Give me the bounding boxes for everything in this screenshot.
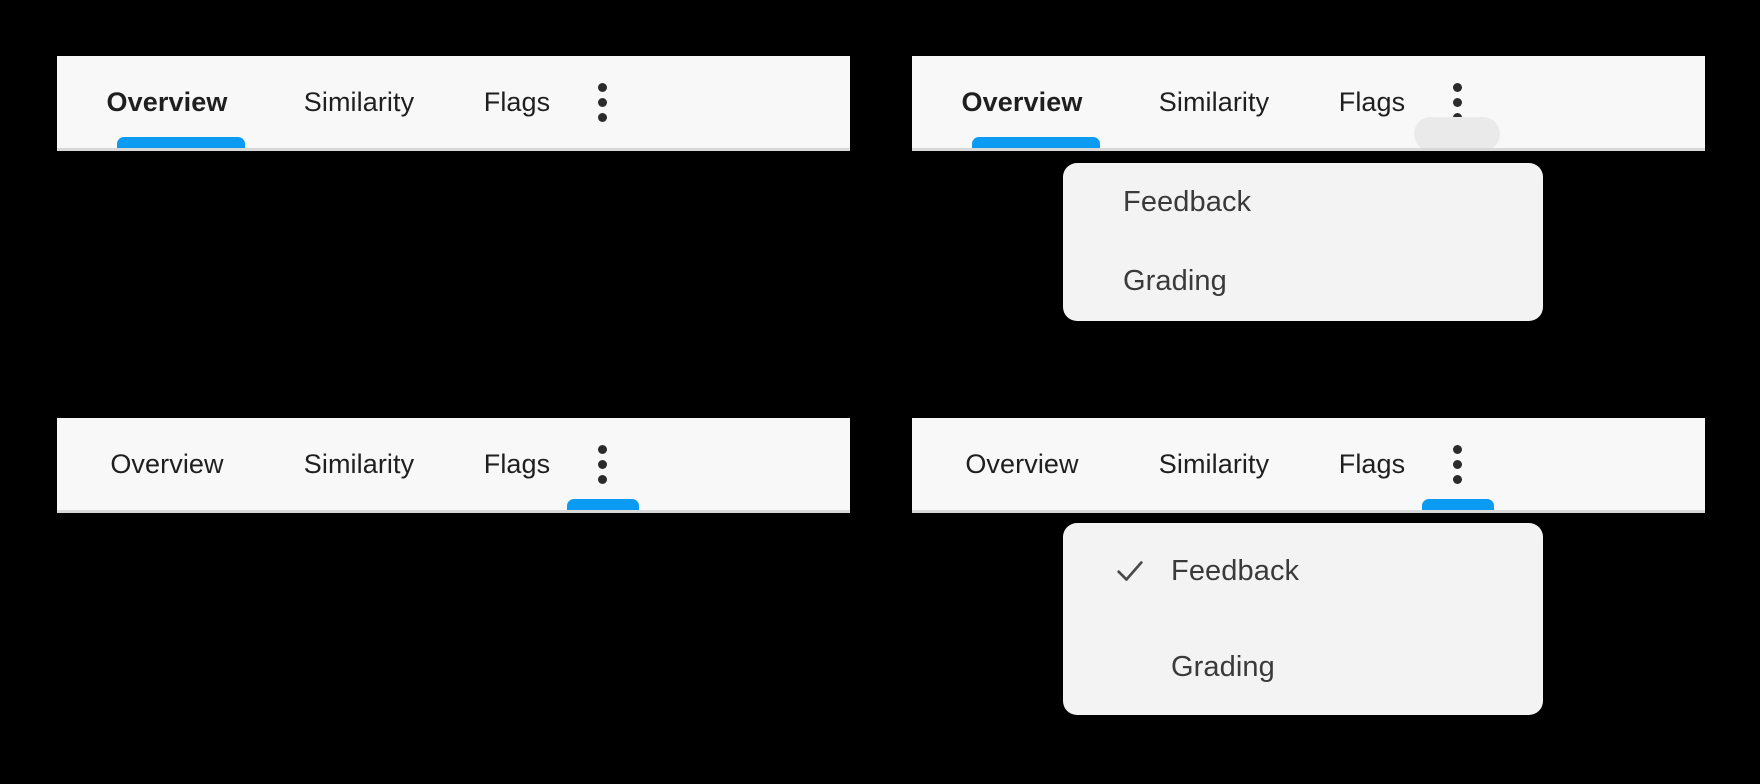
tab-overview-label: Overview: [961, 86, 1083, 117]
tab-overview-label: Overview: [965, 448, 1079, 479]
tab-similarity[interactable]: Similarity: [279, 418, 439, 510]
active-tab-indicator: [567, 499, 639, 510]
menu-surface: Feedback Grading: [1063, 163, 1543, 321]
menu-item-feedback-label: Feedback: [1171, 554, 1300, 587]
tab-list: Overview Similarity Flags: [57, 418, 850, 510]
overflow-menu-button[interactable]: [557, 56, 647, 148]
active-tab-indicator: [117, 137, 245, 148]
tab-overview[interactable]: Overview: [942, 418, 1102, 510]
tab-similarity[interactable]: Similarity: [279, 56, 439, 148]
tab-bar-surface: Overview Similarity Flags: [57, 418, 850, 513]
kebab-dot: [597, 444, 607, 454]
tab-flags[interactable]: Flags: [1317, 56, 1427, 148]
tab-bar-surface: Overview Similarity Flags: [57, 56, 850, 151]
tab-similarity-label: Similarity: [1158, 448, 1270, 479]
kebab-dot: [597, 82, 607, 92]
tab-bar-panel-top-right: Overview Similarity Flags: [912, 56, 1705, 151]
tab-flags-label: Flags: [483, 448, 551, 479]
tab-overview-label: Overview: [106, 86, 228, 117]
kebab-dot: [1452, 474, 1462, 484]
menu-item-feedback[interactable]: Feedback: [1063, 163, 1543, 242]
active-tab-indicator: [1422, 499, 1494, 510]
kebab-dot: [1452, 444, 1462, 454]
tab-list: Overview Similarity Flags: [912, 418, 1705, 510]
tab-similarity-label: Similarity: [303, 448, 415, 479]
tab-overview[interactable]: Overview: [87, 56, 247, 148]
tab-overview[interactable]: Overview: [87, 418, 247, 510]
active-tab-indicator: [972, 137, 1100, 148]
kebab-dot: [1452, 459, 1462, 469]
tab-overview-label: Overview: [110, 448, 224, 479]
tab-flags-label: Flags: [1338, 86, 1406, 117]
overflow-dropdown-menu-bottom-right: Feedback Grading: [1049, 517, 1557, 733]
menu-item-feedback-label: Feedback: [1123, 186, 1252, 218]
tab-bar-panel-bottom-left: Overview Similarity Flags: [57, 418, 850, 513]
tab-list: Overview Similarity Flags: [912, 56, 1705, 148]
tab-flags[interactable]: Flags: [462, 56, 572, 148]
tab-overview[interactable]: Overview: [942, 56, 1102, 148]
kebab-dot: [1452, 82, 1462, 92]
tab-similarity[interactable]: Similarity: [1134, 418, 1294, 510]
tab-flags[interactable]: Flags: [1317, 418, 1427, 510]
tab-similarity[interactable]: Similarity: [1134, 56, 1294, 148]
tab-flags-label: Flags: [483, 86, 551, 117]
menu-item-feedback[interactable]: Feedback: [1063, 523, 1543, 619]
tab-similarity-label: Similarity: [1158, 86, 1270, 117]
overflow-menu-button[interactable]: [557, 418, 647, 510]
kebab-menu-icon[interactable]: [582, 418, 622, 510]
tab-bar-panel-bottom-right: Overview Similarity Flags: [912, 418, 1705, 513]
kebab-dot: [597, 112, 607, 122]
menu-item-grading[interactable]: Grading: [1063, 242, 1543, 321]
tab-flags[interactable]: Flags: [462, 418, 572, 510]
overflow-menu-button[interactable]: [1412, 56, 1502, 148]
menu-item-grading[interactable]: Grading: [1063, 619, 1543, 715]
menu-item-grading-label: Grading: [1123, 265, 1227, 297]
kebab-menu-icon[interactable]: [1437, 418, 1477, 510]
checkmark-icon: [1113, 554, 1147, 588]
menu-item-grading-label: Grading: [1171, 650, 1275, 683]
overflow-menu-button[interactable]: [1412, 418, 1502, 510]
kebab-menu-icon[interactable]: [582, 56, 622, 148]
kebab-dot: [1452, 97, 1462, 107]
overflow-dropdown-menu-top-right: Feedback Grading: [1049, 157, 1557, 339]
kebab-dot: [597, 459, 607, 469]
tab-bar-surface: Overview Similarity Flags: [912, 56, 1705, 151]
menu-surface: Feedback Grading: [1063, 523, 1543, 715]
tab-similarity-label: Similarity: [303, 86, 415, 117]
overflow-button-ripple: [1414, 117, 1500, 148]
tab-bar-panel-top-left: Overview Similarity Flags: [57, 56, 850, 151]
tab-flags-label: Flags: [1338, 448, 1406, 479]
kebab-dot: [597, 474, 607, 484]
tab-bar-surface: Overview Similarity Flags: [912, 418, 1705, 513]
kebab-dot: [597, 97, 607, 107]
tab-list: Overview Similarity Flags: [57, 56, 850, 148]
